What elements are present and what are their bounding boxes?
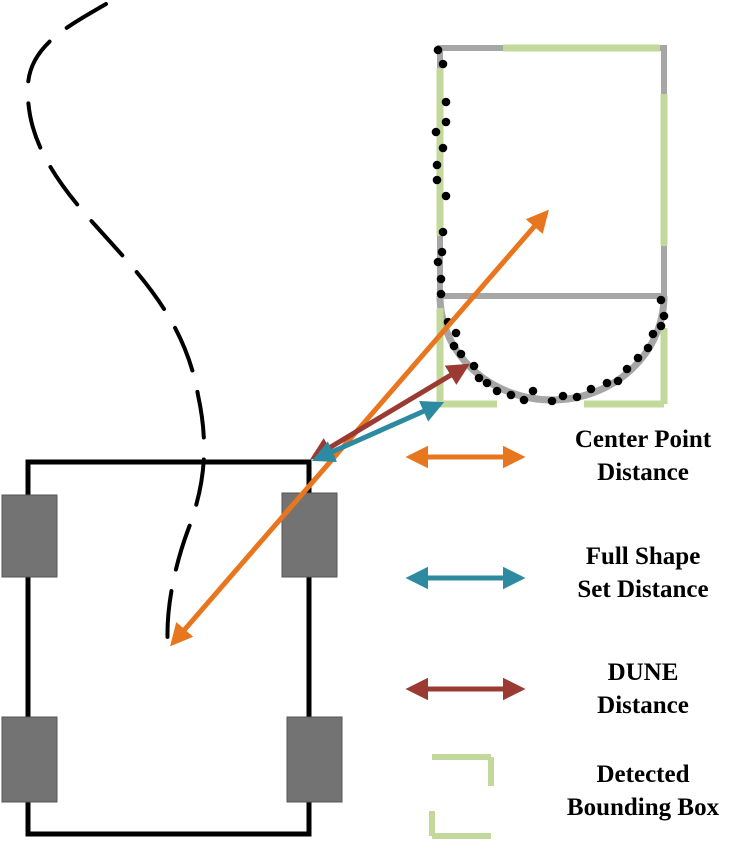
legend-center-point-label: Center Point Distance bbox=[574, 426, 712, 486]
legend-bounding-box-icon bbox=[429, 754, 494, 839]
wheel-rear-right bbox=[286, 716, 343, 803]
detected-bounding-box bbox=[436, 44, 668, 408]
dune-distance-arrow bbox=[310, 363, 470, 460]
obstacle-shape bbox=[436, 45, 668, 404]
wheel-front-left bbox=[1, 494, 58, 578]
full-shape-set-distance-arrow bbox=[311, 401, 445, 462]
legend-dune-label: DUNE Distance bbox=[597, 659, 689, 719]
lidar-points bbox=[431, 45, 669, 406]
wheel-rear-left bbox=[1, 716, 58, 803]
legend-bounding-box-label: Detected Bounding Box bbox=[566, 761, 720, 821]
vehicle bbox=[1, 459, 343, 837]
legend-full-shape-label: Full Shape Set Distance bbox=[577, 543, 709, 603]
